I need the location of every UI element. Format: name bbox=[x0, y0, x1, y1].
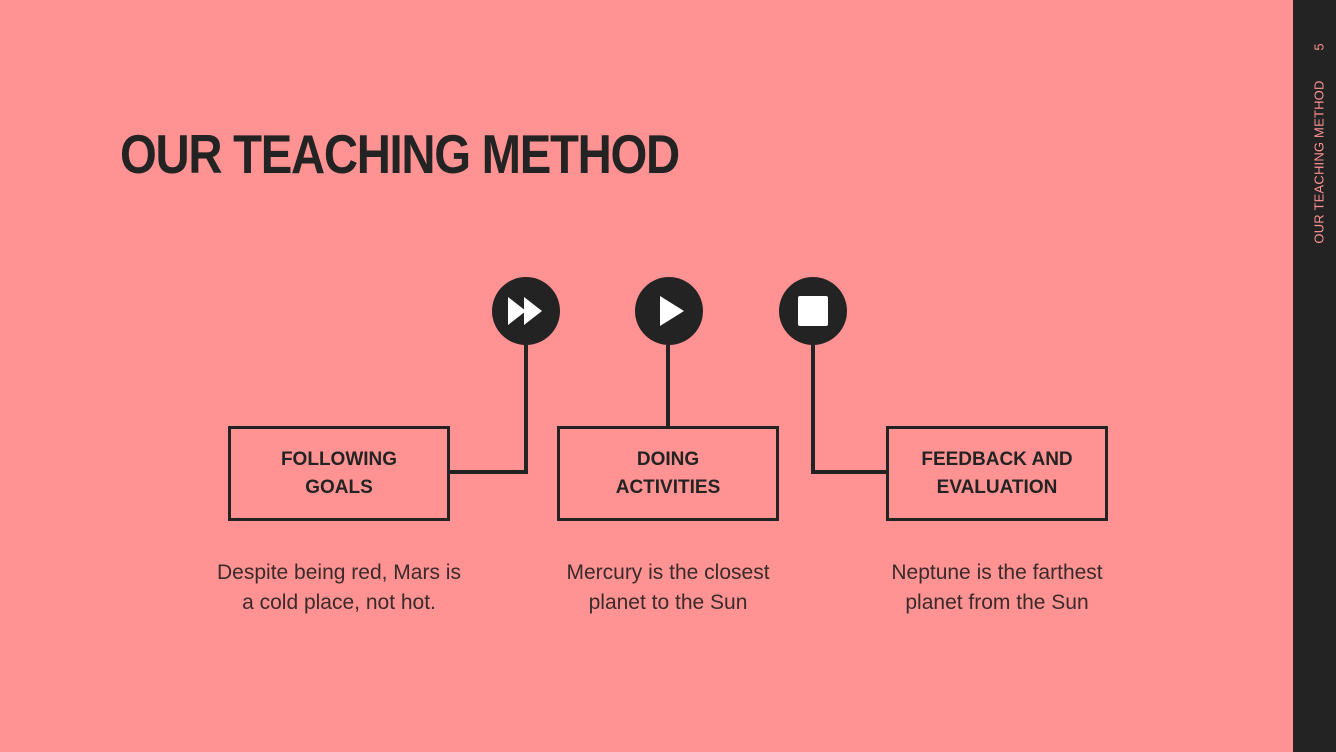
step-box-feedback-evaluation: FEEDBACK AND EVALUATION bbox=[886, 426, 1108, 521]
step-box-doing-activities: DOING ACTIVITIES bbox=[557, 426, 779, 521]
step-label: FOLLOWING GOALS bbox=[280, 448, 398, 498]
page-title: OUR TEACHING METHOD bbox=[120, 123, 680, 185]
step-description: Despite being red, Mars is a cold place,… bbox=[217, 561, 461, 614]
step-description: Mercury is the closest planet to the Sun bbox=[566, 561, 770, 614]
connector-feedback-evaluation bbox=[811, 345, 887, 474]
sidebar-section-label: OUR TEACHING METHOD bbox=[1311, 80, 1327, 244]
step-label: DOING ACTIVITIES bbox=[615, 448, 721, 498]
step-label: FEEDBACK AND EVALUATION bbox=[921, 448, 1073, 498]
step-description: Neptune is the farthest planet from the … bbox=[891, 561, 1103, 614]
fast-forward-icon bbox=[492, 277, 560, 345]
slide: OUR TEACHING METHOD FOLLOWING GOALS DOIN… bbox=[120, 123, 1108, 614]
connector-lines bbox=[450, 277, 887, 474]
play-icon bbox=[635, 277, 703, 345]
connector-following-goals bbox=[450, 345, 528, 474]
sidebar bbox=[1293, 0, 1336, 752]
stop-icon bbox=[779, 277, 847, 345]
step-box-following-goals: FOLLOWING GOALS bbox=[228, 426, 450, 521]
page-number: 5 bbox=[1311, 43, 1327, 51]
